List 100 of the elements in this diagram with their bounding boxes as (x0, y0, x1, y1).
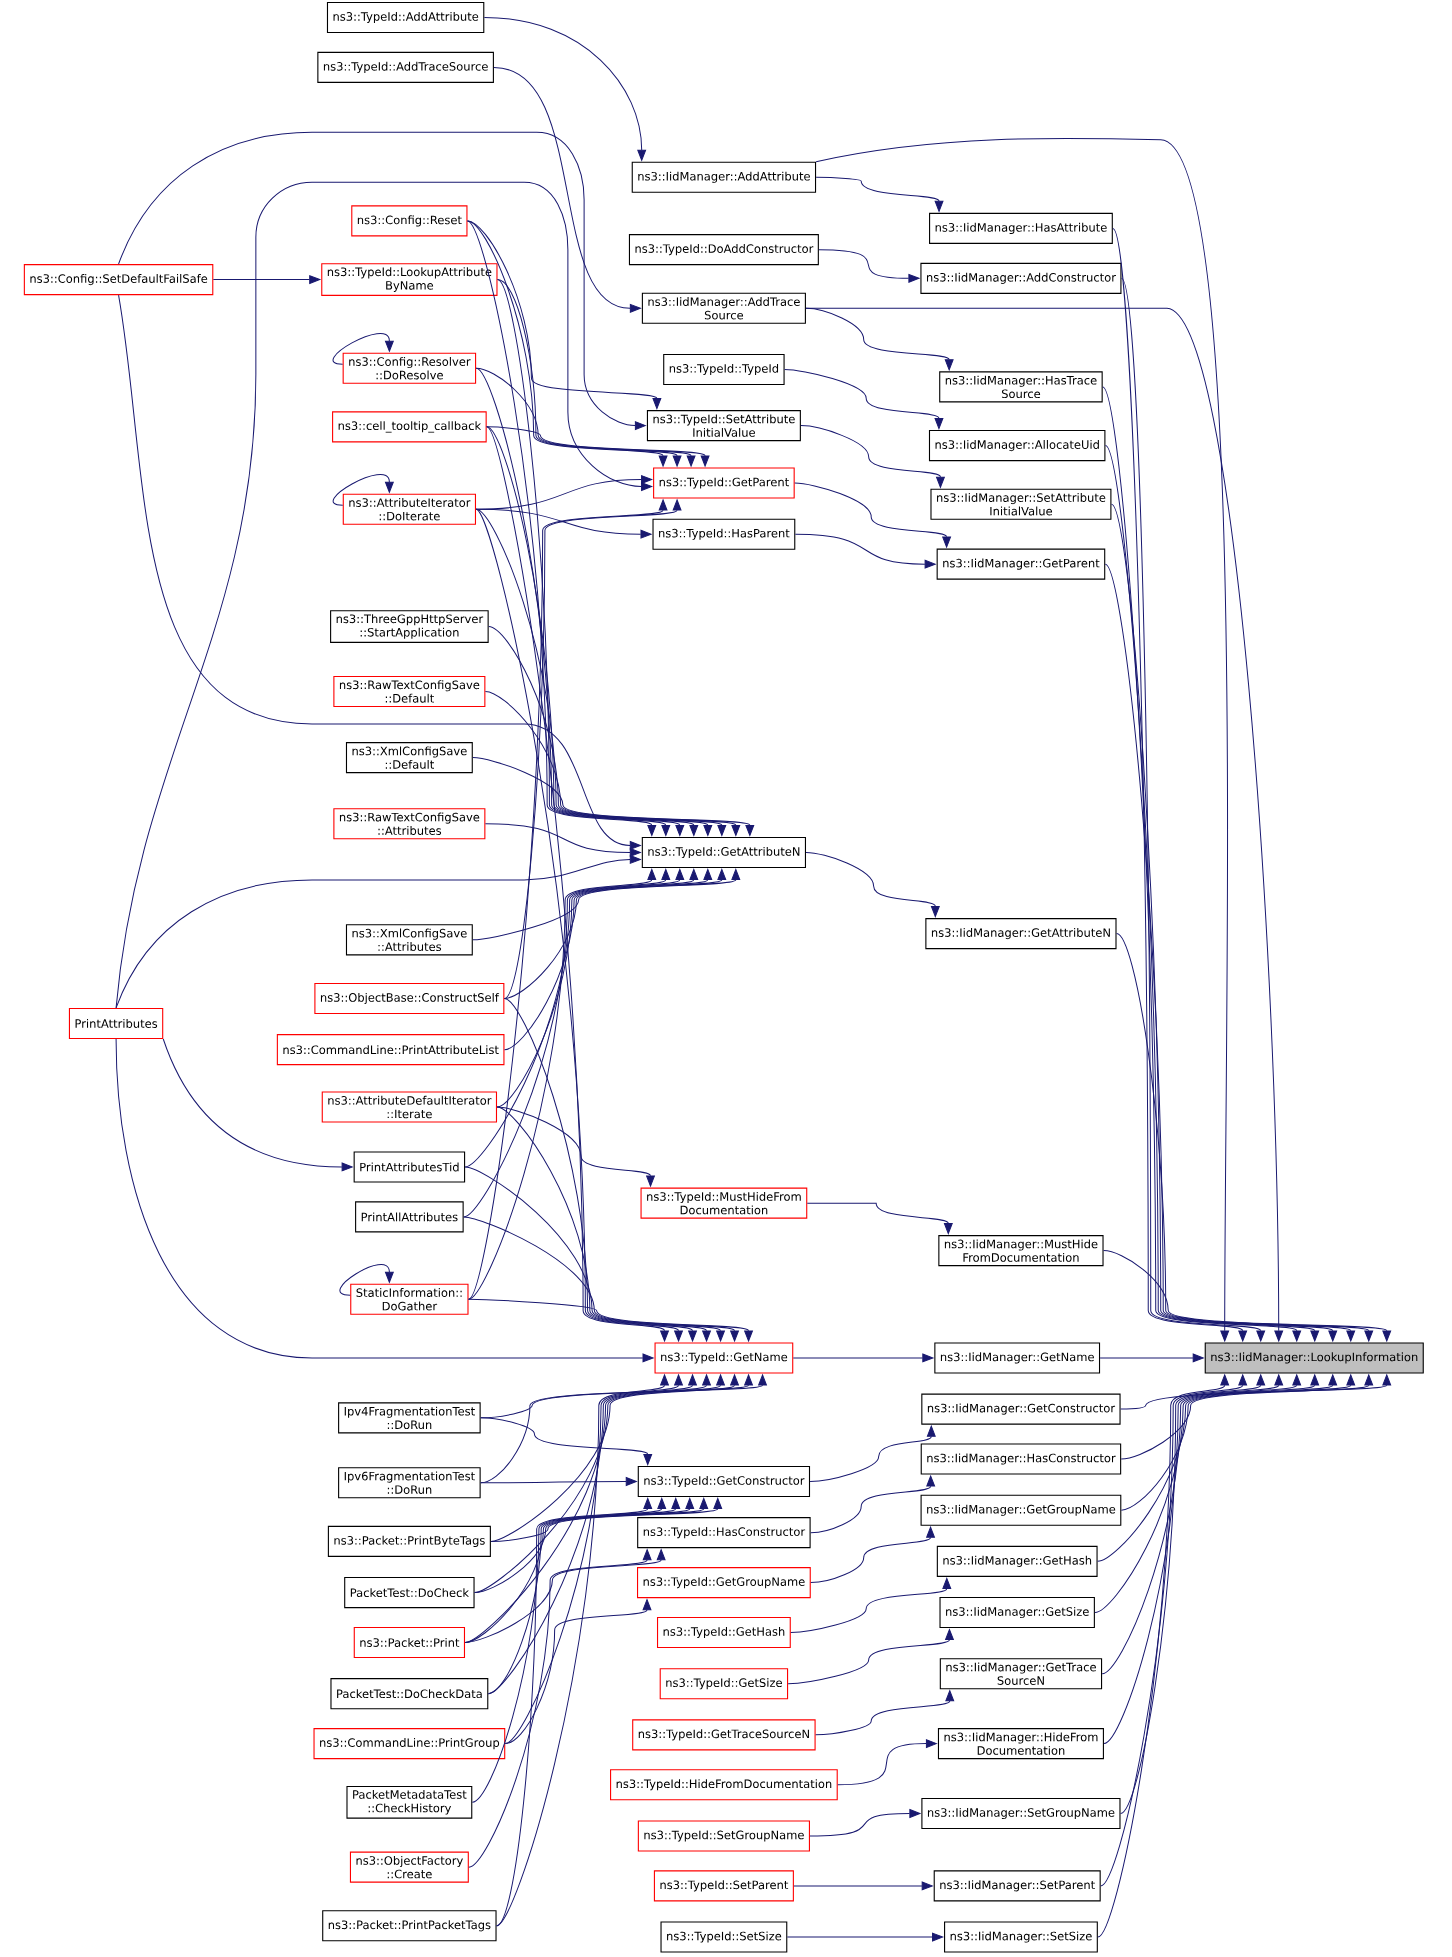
arrow (497, 279, 682, 467)
arrow (810, 1475, 936, 1534)
arrow (1120, 1374, 1374, 1460)
function-box: ns3::TypeId::HideFromDocumentation (610, 1769, 838, 1801)
arrow (1120, 1374, 1266, 1814)
arrow (463, 868, 671, 1218)
function-box: PrintAllAttributes (355, 1201, 464, 1233)
function-box: ns3::IidManager::HideFrom Documentation (938, 1728, 1105, 1760)
function-box: ns3::IidManager::GetGroupName (920, 1494, 1122, 1526)
arrow (118, 131, 647, 430)
arrow (800, 425, 946, 488)
arrow (837, 1739, 938, 1786)
function-box: ns3::IidManager::AllocateUid (929, 430, 1106, 462)
function-box: ns3::IidManager::GetParent (936, 548, 1106, 580)
arrow (115, 855, 642, 1009)
arrow (468, 499, 668, 1300)
function-box: ns3::TypeId::SetGroupName (638, 1820, 811, 1852)
arrow (815, 1690, 955, 1736)
function-box: ns3::Config::Reset (351, 205, 468, 237)
arrow (484, 17, 647, 161)
arrow (793, 1353, 934, 1363)
arrow (496, 1106, 656, 1187)
function-box: PacketTest::DoCheckData (330, 1678, 489, 1710)
arrow (475, 508, 684, 1342)
function-box: ns3::TypeId::GetSize (659, 1668, 789, 1700)
function-box: ns3::TypeId::TypeId (663, 353, 785, 385)
function-box: PacketMetadataTest ::CheckHistory (346, 1785, 473, 1819)
function-box: ns3::IidManager::GetTrace SourceN (940, 1658, 1103, 1690)
function-box: ns3::Packet::PrintPacketTags (322, 1910, 497, 1942)
function-box: ns3::TypeId::GetGroupName (637, 1567, 811, 1599)
function-box: ns3::Packet::PrintByteTags (328, 1525, 492, 1557)
function-box: ns3::RawTextConfigSave ::Default (333, 675, 486, 707)
function-box: ns3::TypeId::SetParent (654, 1870, 795, 1902)
function-box: ns3::TypeId::DoAddConstructor (629, 234, 820, 266)
arrow (488, 1498, 681, 1695)
arrow (787, 1629, 955, 1685)
arrow (467, 220, 662, 410)
function-box: ns3::IidManager::GetAttributeN (925, 918, 1117, 950)
arrow (815, 176, 944, 212)
function-box: ns3::TypeId::AddTraceSource (317, 51, 495, 83)
arrow (490, 1498, 723, 1542)
arrow (468, 1298, 754, 1342)
function-box: ns3::IidManager::HasTrace Source (939, 371, 1103, 403)
function-box: ns3::Packet::Print (353, 1626, 466, 1659)
function-box: PrintAttributes (69, 1007, 164, 1039)
arrow (496, 868, 699, 1108)
arrow (504, 868, 727, 999)
arrow (504, 499, 682, 999)
function-box: ns3::TypeId::GetTraceSourceN (632, 1719, 816, 1751)
arrow (480, 1417, 653, 1465)
arrow (504, 998, 698, 1342)
function-box: ns3::IidManager::GetConstructor (921, 1393, 1121, 1425)
arrow (475, 367, 685, 836)
arrow (213, 275, 321, 284)
function-box: ns3::IidManager::SetGroupName (921, 1797, 1121, 1830)
function-box: ns3::TypeId::AddAttribute (327, 1, 485, 34)
function-box: ns3::TypeId::SetSize (660, 1921, 788, 1953)
arrow (486, 426, 670, 1342)
function-box: ns3::AttributeDefaultIterator ::Iterate (321, 1091, 498, 1123)
arrow (809, 1425, 936, 1482)
function-box: ns3::TypeId::GetName (654, 1342, 794, 1374)
arrow (1112, 227, 1248, 1342)
function-box: Ipv6FragmentationTest ::DoRun (338, 1467, 481, 1499)
arrow (1105, 563, 1356, 1342)
arrow (480, 1477, 638, 1486)
function-box: ns3::ThreeGppHttpServer ::StartApplication (330, 610, 489, 643)
arrow (1100, 1374, 1248, 1887)
arrow (486, 426, 699, 836)
arrow (1097, 1374, 1338, 1562)
function-box: ns3::IidManager::HasConstructor (920, 1443, 1122, 1475)
function-box: ns3::TypeId::HasConstructor (637, 1517, 811, 1549)
arrow (790, 1577, 952, 1633)
arrow (505, 1374, 684, 1745)
function-box: ns3::TypeId::GetHash (657, 1616, 792, 1649)
arrow (467, 220, 657, 836)
arrow (793, 1881, 933, 1891)
function-box: ns3::AttributeIterator ::DoIterate (342, 493, 477, 525)
arrow (493, 66, 642, 313)
function-box: ns3::IidManager::GetName (934, 1342, 1101, 1374)
function-box: ns3::IidManager::AddConstructor (920, 262, 1122, 294)
arrow (496, 1498, 653, 1927)
function-box: ns3::cell_tooltip_callback (332, 411, 487, 443)
arrow (807, 1202, 953, 1235)
arrow (794, 482, 952, 548)
arrow (474, 1374, 726, 1594)
arrow (475, 508, 713, 836)
function-box: ns3::IidManager::GetHash (937, 1545, 1098, 1577)
function-box: ns3::TypeId::MustHideFrom Documentation (640, 1187, 808, 1219)
arrow (464, 1166, 726, 1342)
arrow (505, 1599, 652, 1745)
function-box: ns3::IidManager::HasAttribute (929, 212, 1114, 244)
arrow (488, 626, 727, 836)
arrow (1111, 503, 1338, 1342)
arrow (818, 249, 920, 283)
arrow (118, 294, 642, 850)
arrow (463, 1216, 740, 1342)
function-box: ns3::RawTextConfigSave ::Attributes (333, 808, 486, 840)
arrow (115, 1038, 654, 1363)
arrow (1116, 933, 1374, 1342)
function-box: ns3::XmlConfigSave ::Attributes (346, 924, 474, 956)
